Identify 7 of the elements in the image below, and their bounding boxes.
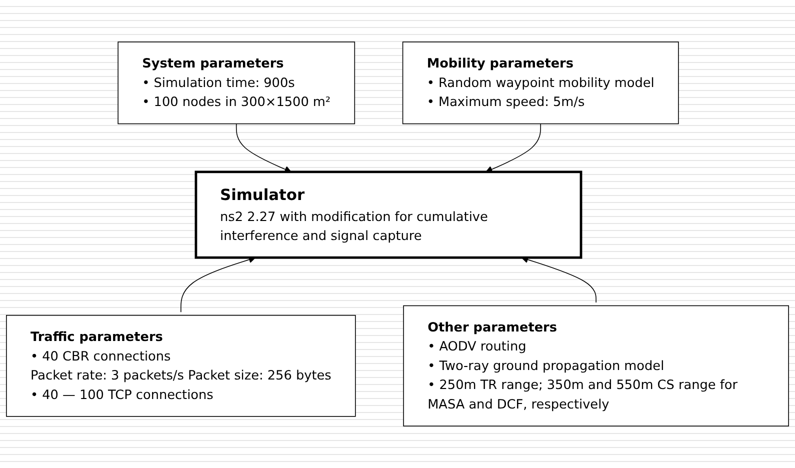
node-box: Mobility parameters • Random waypoint mobility model • Maximum speed: 5m/s bbox=[402, 42, 679, 124]
node-box: Other parameters • AODV routing • Two-ray ground propagation model • 250m TR range; 350m and 550m CS range for MASA and DCF, respectively bbox=[403, 305, 789, 426]
node-box: Traffic parameters • 40 CBR connections Packet rate: 3 packets/s Packet size: 256 bytes • 40 — 100 TCP connections bbox=[6, 314, 356, 417]
arrow bbox=[236, 123, 292, 173]
node-box: System parameters • Simulation time: 900s • 100 nodes in 300×1500 m² bbox=[118, 42, 356, 124]
arrow bbox=[486, 123, 541, 173]
node-box: Simulator ns2 2.27 with modification for cumulative interference and signal capture bbox=[194, 170, 582, 259]
